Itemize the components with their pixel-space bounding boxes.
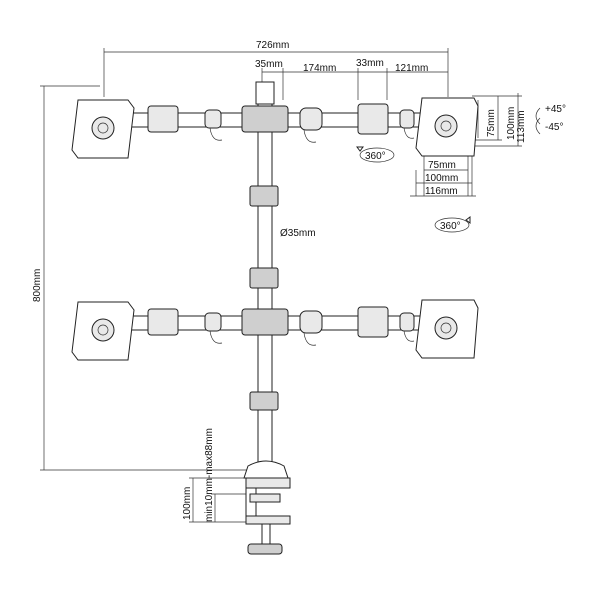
vesa-plate-top-right (415, 97, 479, 157)
label-joint-width: 33mm (356, 58, 384, 69)
vesa-plate-top-left (71, 99, 135, 159)
label-clamp-thickness: min10mm-max88mm (204, 428, 215, 522)
label-pole-segment: 35mm (255, 59, 283, 70)
label-pole-diameter: Ø35mm (280, 228, 316, 239)
label-rotate: 360° (440, 221, 461, 232)
tilt-indicator: +45° -45° (535, 104, 566, 135)
vesa-plate-bottom-right (415, 299, 479, 359)
rotate-indicator: 360° (434, 216, 471, 233)
swivel-indicator: 360° (356, 146, 395, 163)
label-clamp-depth: 100mm (182, 487, 193, 520)
dimension-total-height: 800mm (32, 85, 250, 471)
label-plate-113: 113mm (516, 110, 527, 143)
dimension-total-width: 726mm (103, 40, 449, 97)
label-total-height: 800mm (32, 269, 43, 302)
label-vesa-100: 100mm (425, 173, 458, 184)
dimension-plate: 75mm 100mm 113mm 75mm 100mm 116mm (410, 93, 527, 197)
lower-arm-assembly (129, 306, 431, 346)
label-tilt-up: +45° (545, 104, 566, 115)
vesa-plate-bottom-left (71, 301, 135, 361)
label-total-width: 726mm (256, 40, 289, 51)
label-plate-100: 100mm (506, 107, 517, 140)
label-outer-segment: 121mm (395, 63, 428, 74)
upper-arm-assembly (129, 103, 431, 143)
label-plate-116: 116mm (425, 186, 458, 197)
label-tilt-down: -45° (545, 122, 563, 133)
desk-clamp (243, 460, 291, 555)
pole: Ø35mm (249, 81, 316, 465)
dimension-clamp: 100mm min10mm-max88mm (182, 428, 246, 523)
label-vesa-75: 75mm (428, 160, 456, 171)
dimension-arm-segments: 35mm 174mm 33mm 121mm (255, 58, 448, 100)
label-plate-75: 75mm (486, 109, 497, 137)
label-swivel: 360° (365, 151, 386, 162)
label-arm-segment: 174mm (303, 63, 336, 74)
